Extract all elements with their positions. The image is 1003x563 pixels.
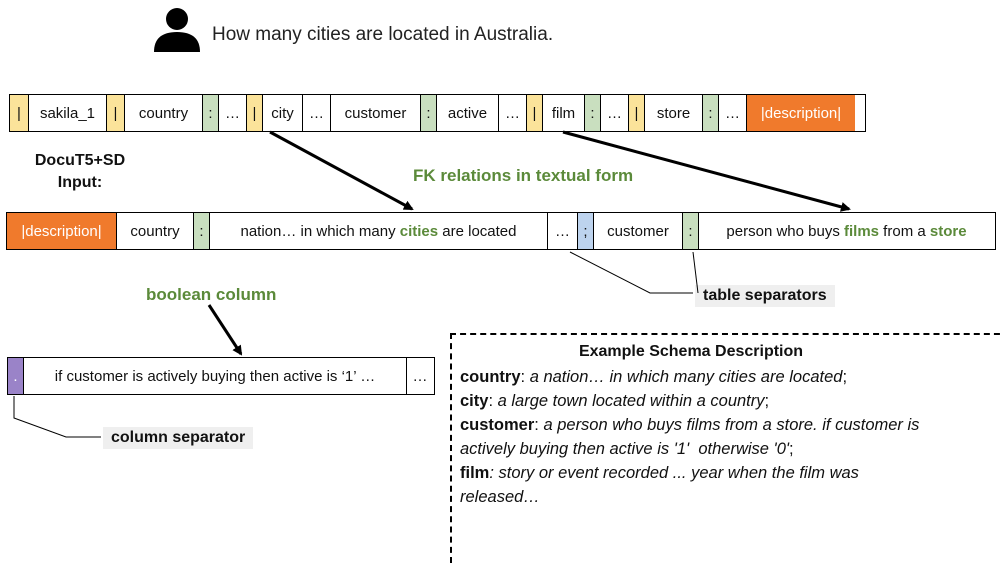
top-cell: : <box>702 95 718 131</box>
bottom-input-row: . if customer is actively buying then ac… <box>7 357 435 395</box>
schema-line: city: a large town located within a coun… <box>460 389 1003 413</box>
column-sep-connector <box>13 396 101 438</box>
schema-value: actively buying then active is '1' other… <box>460 440 790 458</box>
table-sep-connector <box>569 251 693 294</box>
fk-arrow-city <box>269 130 414 211</box>
bottom-text-cell: if customer is actively buying then acti… <box>23 358 406 394</box>
top-cell: city <box>262 95 302 131</box>
schema-end: ; <box>842 368 848 386</box>
mid-colon-cell: : <box>193 213 209 249</box>
top-cell: | <box>10 95 28 131</box>
boolean-column-label: boolean column <box>146 285 277 304</box>
top-cell: active <box>436 95 498 131</box>
schema-line: country: a nation… in which many cities … <box>460 365 1003 389</box>
schema-key: country <box>460 368 521 386</box>
top-cell: … <box>498 95 526 131</box>
top-cell: : <box>420 95 436 131</box>
mid-semicolon-cell: ; <box>577 213 593 249</box>
schema-line: actively buying then active is '1' other… <box>460 437 1003 461</box>
schema-key: customer <box>460 416 535 434</box>
mid-customer-cell: customer <box>593 213 682 249</box>
docut5-label: DocuT5+SD Input: <box>20 150 140 194</box>
docut5-label-line2: Input: <box>57 174 103 191</box>
mid-customer-desc-cell: person who buys films from a store <box>698 213 994 249</box>
schema-sep: : <box>534 416 544 434</box>
schema-value: released… <box>460 488 540 506</box>
top-cell: customer <box>330 95 420 131</box>
top-cell: | <box>246 95 262 131</box>
schema-line: customer: a person who buys films from a… <box>460 413 1003 437</box>
schema-value: a large town located within a country <box>497 392 765 410</box>
middle-input-row: |description| country : nation… in which… <box>6 212 996 250</box>
fk-relations-label: FK relations in textual form <box>413 166 634 185</box>
top-cell: |description| <box>746 95 855 131</box>
mid-colon-cell: : <box>682 213 698 249</box>
schema-description-box: Example Schema Description country: a na… <box>450 333 1003 563</box>
schema-sep: : <box>520 368 530 386</box>
schema-end: ; <box>764 392 770 410</box>
top-cell: : <box>584 95 600 131</box>
mid-country-desc-cell: nation… in which many cities are located <box>209 213 547 249</box>
schema-key: film <box>460 464 490 482</box>
schema-sep: : <box>488 392 498 410</box>
bottom-ellipsis-cell: … <box>406 358 433 394</box>
top-cell: … <box>718 95 746 131</box>
country-desc-a: nation… in which many <box>240 222 400 240</box>
schema-value: : story or event recorded ... year when … <box>489 464 859 482</box>
top-cell: | <box>628 95 644 131</box>
cust-desc-hl1: films <box>844 222 880 240</box>
mid-country-cell: country <box>116 213 193 249</box>
country-desc-b: are located <box>438 222 517 240</box>
schema-line: film: story or event recorded ... year w… <box>460 461 1003 485</box>
top-cell: … <box>218 95 246 131</box>
schema-end: ; <box>789 440 794 458</box>
cust-desc-hl2: store <box>929 222 967 240</box>
top-cell: film <box>542 95 584 131</box>
top-cell: country <box>124 95 202 131</box>
schema-line: released… <box>460 485 1003 509</box>
mid-ellipsis-cell: … <box>547 213 577 249</box>
top-cell: : <box>202 95 218 131</box>
cust-desc-a: person who buys <box>726 222 844 240</box>
top-cell: | <box>526 95 542 131</box>
bottom-dot-cell: . <box>8 358 23 394</box>
top-input-row: | sakila_1 | country : … | city … custom… <box>9 94 866 132</box>
docut5-label-line1: DocuT5+SD <box>34 152 126 169</box>
schema-title: Example Schema Description <box>578 343 804 360</box>
top-cell: store <box>644 95 702 131</box>
user-icon <box>154 8 200 52</box>
column-separator-label: column separator <box>103 427 254 449</box>
schema-value: a nation… in which many cities are locat… <box>529 368 843 386</box>
top-cell: … <box>302 95 330 131</box>
schema-key: city <box>460 392 489 410</box>
table-separators-label: table separators <box>695 285 835 307</box>
country-desc-hl: cities <box>399 222 439 240</box>
mid-desc-cell: |description| <box>7 213 116 249</box>
schema-value: a person who buys films from a store. if… <box>543 416 920 434</box>
top-cell: … <box>600 95 628 131</box>
top-cell: | <box>106 95 124 131</box>
cust-desc-b: from a <box>879 222 930 240</box>
top-cell: sakila_1 <box>28 95 106 131</box>
boolean-arrow <box>207 304 243 356</box>
question-text: How many cities are located in Australia… <box>212 24 554 45</box>
